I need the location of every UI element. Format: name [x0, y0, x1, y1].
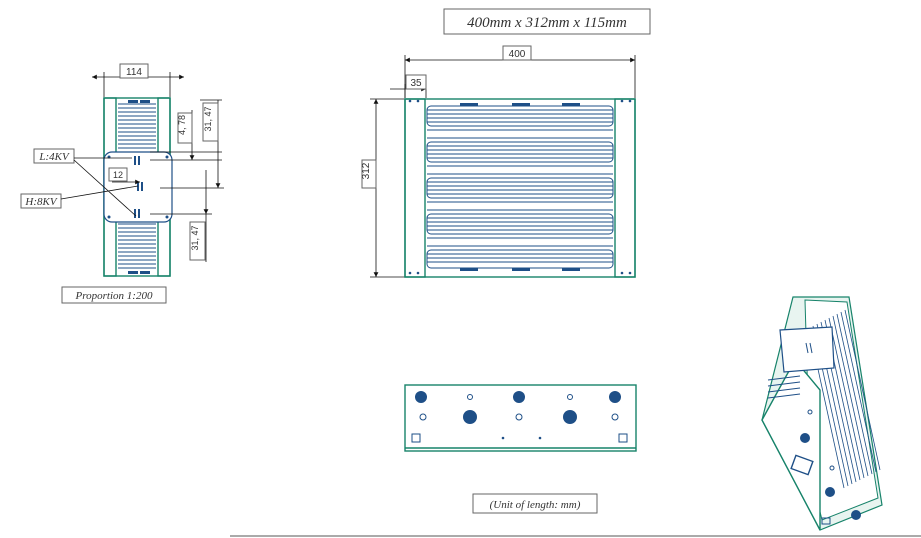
width-dimension: 400: [509, 49, 526, 60]
dim-31-47-top: 31, 47: [203, 106, 213, 131]
unit-note: (Unit of length: mm): [490, 499, 581, 511]
dimensions-title-text: 400mm x 312mm x 115mm: [467, 15, 627, 31]
side-width-dimension: 114: [126, 67, 142, 78]
proportion-label: Proportion 1:200: [75, 290, 153, 302]
height-dimension: 312: [361, 162, 372, 179]
dim-4-78: 4, 78: [177, 115, 187, 135]
offset-dimension: 35: [410, 78, 422, 89]
side-view: 114 4, 78 31, 47: [20, 63, 224, 304]
dimensions-title: 400mm x 312mm x 115mm: [443, 8, 651, 35]
label-high-voltage: H:8KV: [24, 196, 57, 208]
isometric-view: [761, 296, 883, 531]
dim-12: 12: [113, 170, 123, 180]
dim-31-47-bottom: 31, 47: [190, 225, 200, 250]
label-low-voltage: L:4KV: [38, 151, 70, 163]
bottom-view: [404, 384, 637, 452]
front-view: 400 35 312: [361, 45, 636, 278]
